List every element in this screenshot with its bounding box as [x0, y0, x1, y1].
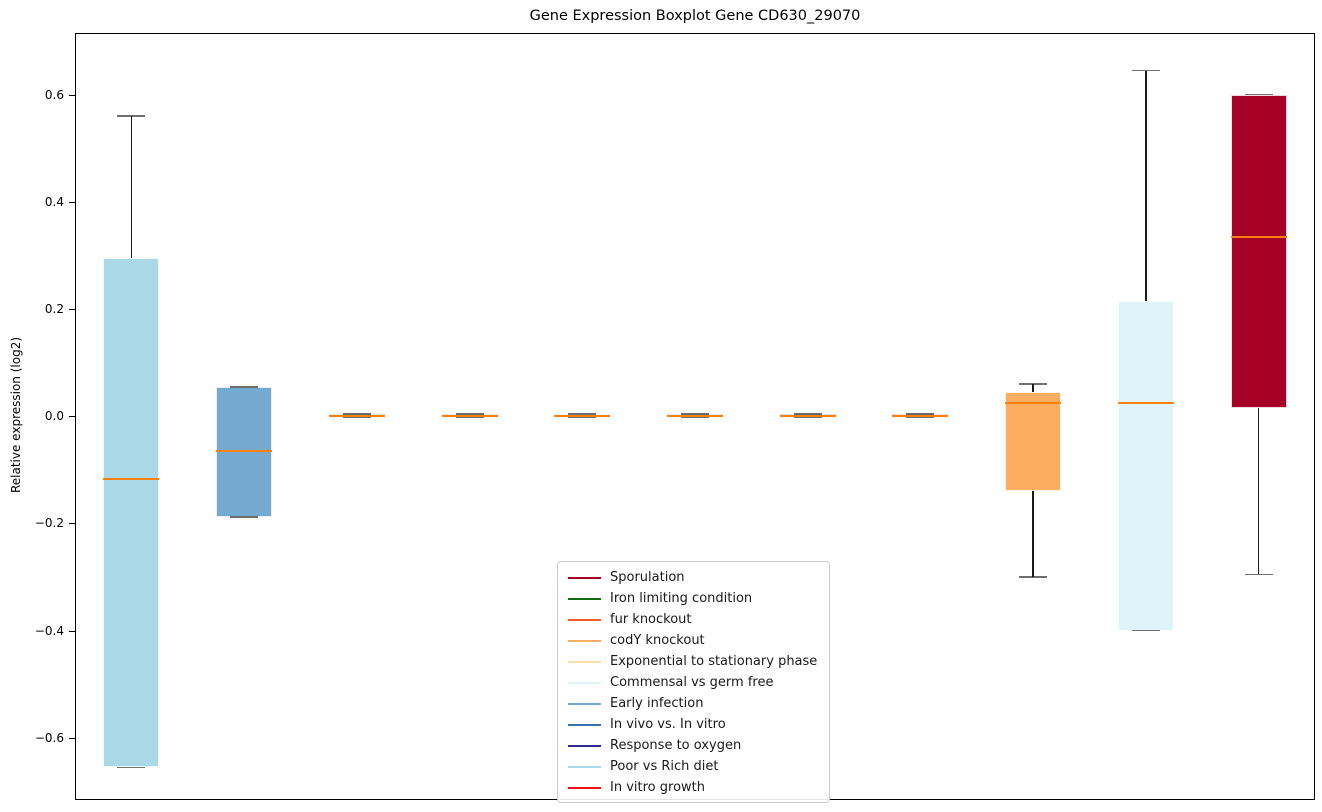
chart-title: Gene Expression Boxplot Gene CD630_29070	[529, 8, 861, 24]
median-line	[1005, 401, 1062, 404]
legend-label: Response to oxygen	[610, 738, 742, 753]
legend-swatch	[568, 744, 601, 747]
whisker-cap-lower	[455, 416, 484, 419]
y-tick-mark	[69, 416, 75, 418]
whisker-cap-lower	[681, 416, 709, 419]
whisker-cap-lower	[117, 766, 146, 769]
legend-item: Response to oxygen	[558, 735, 829, 756]
legend-swatch	[568, 597, 601, 600]
median-line	[441, 414, 498, 417]
whisker-cap-lower	[342, 416, 371, 419]
legend-swatch	[568, 765, 601, 768]
legend-swatch	[568, 576, 601, 579]
legend-label: Commensal vs germ free	[610, 675, 774, 690]
legend-item: Exponential to stationary phase	[558, 651, 829, 672]
legend-swatch	[568, 786, 601, 789]
whisker-cap-lower	[1019, 576, 1048, 578]
whisker-cap-upper	[1019, 383, 1048, 385]
y-tick-mark	[69, 309, 75, 311]
whisker-cap-lower	[793, 416, 822, 419]
y-tick-label: −0.4	[34, 623, 64, 638]
y-tick-label: 0.4	[44, 194, 64, 209]
legend-label: Exponential to stationary phase	[610, 654, 818, 669]
legend-item: Sporulation	[558, 567, 829, 588]
whisker-cap-lower	[1131, 629, 1160, 632]
y-tick-mark	[69, 523, 75, 525]
median-line	[667, 414, 723, 417]
legend-item: In vivo vs. In vitro	[558, 714, 829, 735]
y-tick-mark	[69, 630, 75, 632]
whisker-upper	[1032, 384, 1034, 393]
legend-label: Early infection	[610, 696, 704, 711]
y-tick-label: 0.0	[44, 409, 64, 424]
whisker-upper	[1145, 70, 1147, 301]
median-line	[779, 414, 836, 417]
median-line	[1117, 401, 1174, 404]
legend-label: In vivo vs. In vitro	[610, 717, 726, 732]
legend-label: Poor vs Rich diet	[610, 759, 719, 774]
legend-item: Early infection	[558, 693, 829, 714]
legend-label: Iron limiting condition	[610, 591, 753, 606]
legend-label: Sporulation	[610, 570, 685, 585]
whisker-cap-upper	[568, 413, 597, 415]
whisker-cap-upper	[1244, 93, 1273, 96]
legend-item: In vitro growth	[558, 777, 829, 798]
y-tick-mark	[69, 201, 75, 203]
whisker-cap-upper	[342, 413, 371, 415]
whisker-upper	[130, 116, 133, 259]
y-tick-label: −0.6	[34, 730, 64, 745]
whisker-cap-upper	[1131, 69, 1160, 72]
whisker-lower	[1032, 491, 1034, 578]
legend-swatch	[568, 681, 601, 684]
whisker-cap-lower	[230, 516, 259, 518]
legend-swatch	[568, 639, 601, 642]
legend-swatch	[568, 723, 601, 726]
legend-label: fur knockout	[610, 612, 692, 627]
legend-item: fur knockout	[558, 609, 829, 630]
legend-swatch	[568, 618, 601, 621]
y-tick-label: 0.2	[44, 302, 64, 317]
box-commensal-vs-germ-free	[1117, 300, 1174, 631]
legend-label: In vitro growth	[610, 780, 705, 795]
y-tick-label: −0.2	[34, 516, 64, 531]
legend-swatch	[568, 702, 601, 705]
legend-label: codY knockout	[610, 633, 705, 648]
median-line	[216, 450, 273, 453]
whisker-cap-lower	[568, 416, 597, 419]
median-line	[1230, 235, 1287, 238]
whisker-lower	[1257, 408, 1260, 575]
median-line	[554, 414, 611, 417]
legend-item: Commensal vs germ free	[558, 672, 829, 693]
legend-item: codY knockout	[558, 630, 829, 651]
box-poor-vs-rich-diet	[103, 258, 160, 768]
median-line	[103, 478, 160, 481]
box-sporulation	[1230, 94, 1287, 409]
y-tick-mark	[69, 94, 75, 96]
legend-swatch	[568, 660, 601, 663]
whisker-cap-upper	[681, 413, 709, 415]
whisker-cap-upper	[793, 413, 822, 415]
whisker-cap-upper	[906, 413, 935, 415]
legend-item: Iron limiting condition	[558, 588, 829, 609]
median-line	[328, 414, 385, 417]
whisker-cap-upper	[230, 385, 259, 388]
median-line	[892, 414, 949, 417]
whisker-cap-lower	[1244, 573, 1273, 576]
whisker-cap-upper	[455, 413, 484, 415]
legend-item: Poor vs Rich diet	[558, 756, 829, 777]
y-tick-label: 0.6	[44, 87, 64, 102]
box-cody-knockout	[1005, 392, 1062, 492]
whisker-cap-upper	[117, 115, 146, 117]
whisker-cap-lower	[906, 416, 935, 419]
y-tick-mark	[69, 737, 75, 739]
